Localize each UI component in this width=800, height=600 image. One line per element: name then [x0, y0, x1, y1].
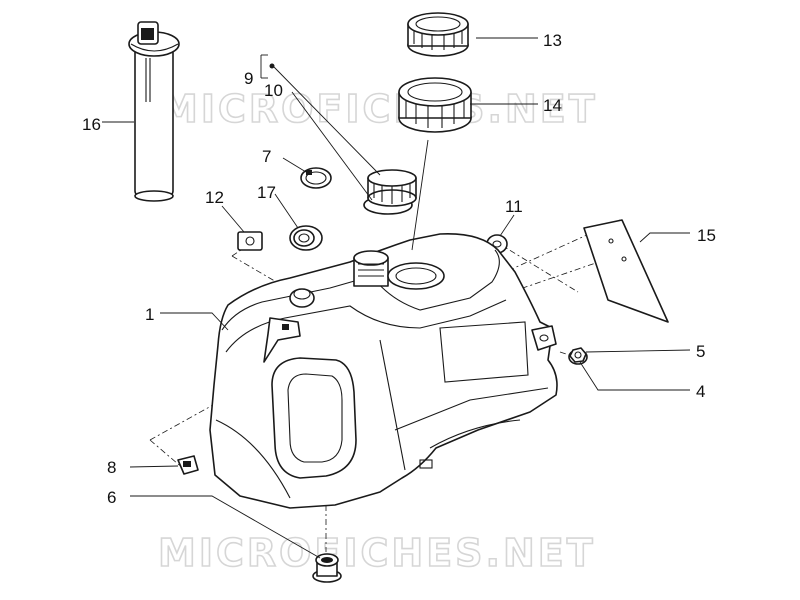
grommet-6 — [312, 553, 342, 583]
callout-6: 6 — [107, 488, 116, 507]
watermark-top: MICROFICHES.NET — [160, 87, 598, 131]
hose-clamp — [300, 167, 332, 189]
callout-9: 9 — [244, 69, 253, 88]
callout-5: 5 — [696, 342, 705, 361]
retaining-ring-small — [407, 12, 469, 57]
grommet-17 — [289, 225, 323, 251]
callout-10: 10 — [264, 81, 283, 100]
nut-and-washer — [568, 347, 588, 365]
fuel-tank — [209, 233, 558, 509]
callout-13: 13 — [543, 31, 562, 50]
callout-11: 11 — [505, 197, 523, 216]
callout-17: 17 — [257, 183, 276, 202]
callout-7: 7 — [262, 147, 271, 166]
callout-4: 4 — [696, 382, 705, 401]
watermark-bottom: MICROFICHES.NET — [158, 531, 596, 575]
callout-14: 14 — [543, 96, 562, 115]
callout-15: 15 — [697, 226, 716, 245]
heat-shield — [583, 219, 669, 323]
fuel-level-sender — [128, 21, 180, 202]
fuel-cap — [367, 169, 417, 207]
retaining-ring-large — [398, 77, 472, 133]
clip-8 — [177, 455, 199, 475]
callout-numbers: 16 13 14 9 10 7 12 17 11 15 1 5 4 8 6 — [82, 31, 716, 507]
callout-12: 12 — [205, 188, 224, 207]
clip-nut-12 — [237, 231, 263, 251]
callout-1: 1 — [145, 305, 154, 324]
leader-lines — [102, 37, 691, 559]
callout-16: 16 — [82, 115, 101, 134]
callout-8: 8 — [107, 458, 116, 477]
